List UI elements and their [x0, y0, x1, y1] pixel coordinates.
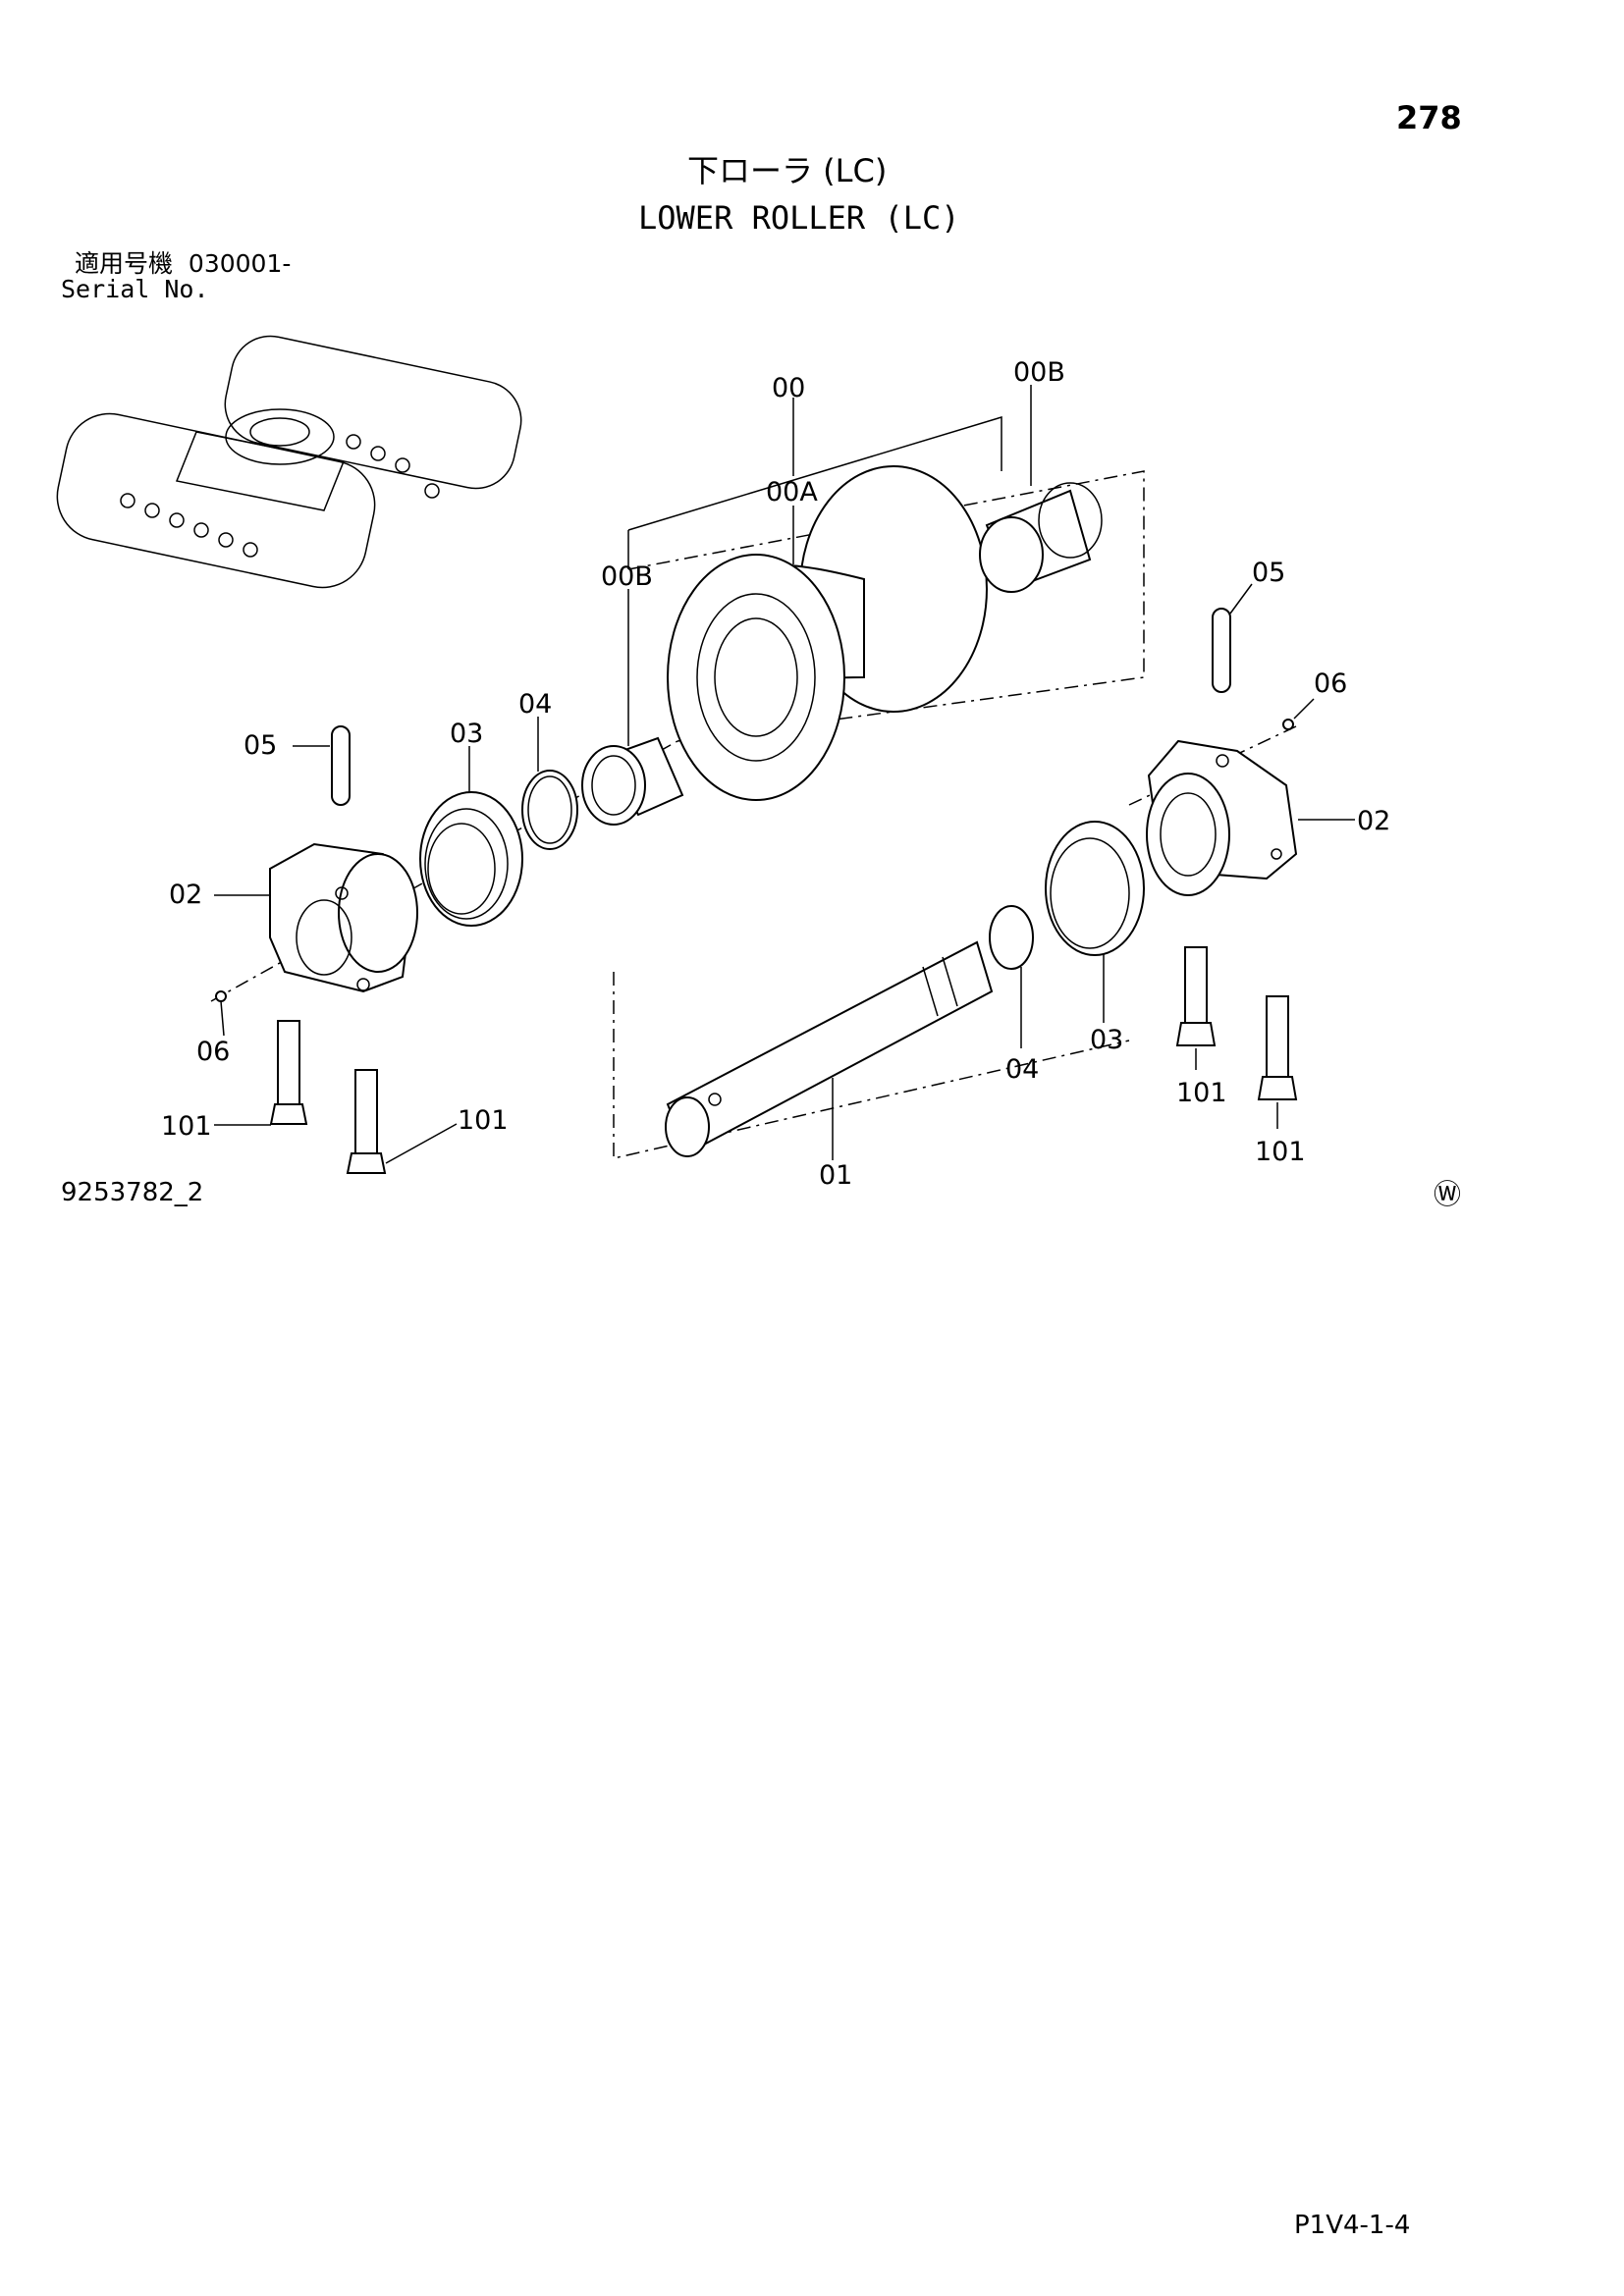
callout-00A: 00A — [766, 477, 818, 507]
serial-label-japanese: 適用号機 030001- — [75, 251, 291, 276]
title-english: LOWER ROLLER (LC) — [638, 199, 960, 237]
bracket-left — [269, 842, 418, 993]
page-number: 278 — [1396, 99, 1462, 136]
shaft — [665, 940, 994, 1157]
callout-00B-right: 00B — [1013, 357, 1065, 388]
callout-04-left: 04 — [518, 689, 552, 720]
o-ring-right — [989, 905, 1034, 970]
callout-02-left: 02 — [169, 880, 202, 910]
watermark-symbol: Ⓦ — [1434, 1178, 1461, 1210]
bracket-right — [1146, 739, 1298, 896]
callout-101-b: 101 — [458, 1105, 509, 1136]
leader-06-right — [1293, 698, 1315, 720]
callout-00: 00 — [772, 373, 805, 403]
leader-05-right — [1229, 583, 1253, 614]
serial-label-jp-text: 適用号機 — [75, 249, 174, 278]
callout-06-right: 06 — [1314, 668, 1347, 699]
callout-03-left: 03 — [450, 719, 483, 749]
plug-right — [1282, 719, 1294, 730]
pin-left — [331, 725, 351, 806]
callout-101-c: 101 — [1176, 1078, 1227, 1108]
callout-02-right: 02 — [1357, 806, 1390, 836]
roller-body — [667, 465, 988, 801]
callout-04-right: 04 — [1005, 1054, 1039, 1085]
floating-seal-left — [419, 791, 523, 927]
assembly-dashline-lower — [613, 972, 1130, 1159]
bolt-right-c — [1175, 946, 1217, 1046]
leader-101-b — [385, 1123, 458, 1164]
footer-code: P1V4-1-4 — [1294, 2211, 1411, 2240]
callout-101-a: 101 — [161, 1111, 212, 1142]
callout-01: 01 — [819, 1160, 852, 1191]
callout-03-right: 03 — [1090, 1025, 1123, 1055]
bolt-left-b — [346, 1069, 387, 1174]
callout-101-d: 101 — [1255, 1137, 1306, 1167]
bolt-left-a — [269, 1020, 308, 1125]
callout-00B-left: 00B — [601, 561, 653, 592]
group-bracket-00 — [627, 415, 1002, 569]
serial-label-english: Serial No. — [61, 275, 209, 303]
callout-05-left: 05 — [244, 730, 277, 761]
callout-06-left: 06 — [196, 1037, 230, 1067]
callout-05-right: 05 — [1252, 558, 1285, 588]
track-frame-thumbnail — [56, 335, 522, 589]
o-ring-left — [521, 770, 578, 850]
floating-seal-right — [1045, 821, 1145, 956]
plug-left — [215, 990, 227, 1002]
bushing-left — [581, 736, 684, 826]
title-japanese: 下ローラ (LC) — [687, 152, 888, 189]
leader-06-left — [220, 1000, 225, 1037]
serial-value: 030001- — [188, 249, 292, 278]
drawing-id: 9253782_2 — [61, 1178, 204, 1207]
bolt-right-d — [1257, 995, 1298, 1100]
pin-right — [1212, 608, 1231, 693]
bushing-right — [979, 482, 1103, 593]
